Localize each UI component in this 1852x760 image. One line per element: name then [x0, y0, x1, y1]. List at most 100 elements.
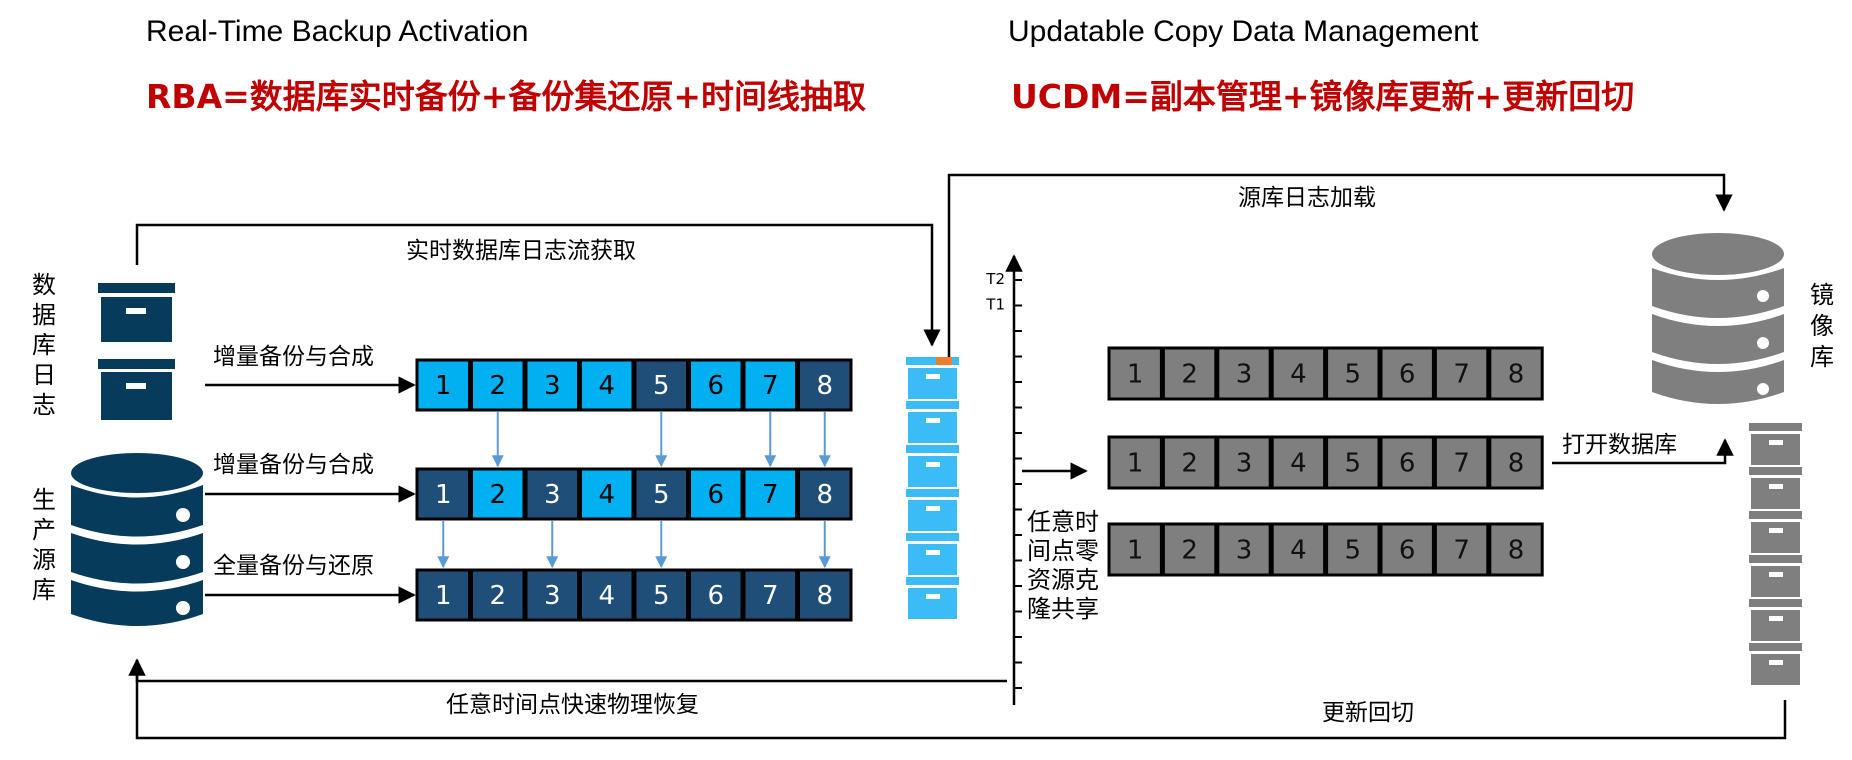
copy-block [1488, 435, 1544, 490]
data-block-number: 7 [762, 371, 779, 401]
data-block [470, 358, 526, 412]
storage-box [1751, 654, 1800, 685]
open-db-flow: 打开数据库 [1552, 432, 1734, 465]
backup-row-label: 增量备份与合成 [213, 344, 374, 370]
data-block-number: 2 [489, 480, 506, 510]
label-char: 像 [1810, 312, 1834, 340]
copy-block [1107, 522, 1163, 577]
storage-box-lid [1749, 643, 1802, 651]
open-db-label: 打开数据库 [1562, 432, 1677, 458]
data-block-number: 6 [707, 480, 724, 510]
data-block-number: 5 [653, 371, 670, 401]
label-char: 志 [32, 391, 56, 419]
open-db-arrow [1552, 438, 1734, 465]
data-block [524, 467, 580, 521]
log-stream-label: 实时数据库日志流获取 [406, 238, 636, 264]
storage-box-lid [906, 445, 959, 453]
clone-label-line: 任意时 [1027, 508, 1099, 536]
data-block [415, 467, 471, 521]
mirror-database-icon [1652, 233, 1784, 404]
copy-block [1433, 346, 1490, 401]
data-block [688, 358, 744, 412]
storage-box-lid [906, 577, 959, 585]
copy-block-number: 8 [1508, 536, 1525, 566]
copy-block-number: 8 [1508, 360, 1525, 390]
storage-box-handle [1769, 660, 1783, 665]
copy-block-number: 3 [1236, 536, 1253, 566]
data-block [524, 568, 580, 622]
ucdm-title-en: Updatable Copy Data Management [1008, 15, 1479, 48]
storage-box-handle [926, 550, 940, 555]
copy-block-number: 7 [1453, 536, 1470, 566]
label-char: 生 [32, 486, 56, 514]
copy-block [1216, 435, 1272, 490]
storage-box-lid [1749, 467, 1802, 475]
rba-title-en: Real-Time Backup Activation [146, 15, 528, 48]
timeline-tick-label: T1 [985, 296, 1005, 314]
storage-box-handle [926, 506, 940, 511]
storage-box [1751, 434, 1800, 465]
copy-block [1325, 522, 1381, 577]
storage-box-handle [926, 594, 940, 599]
ucdm-title-cn: UCDM=副本管理+镜像库更新+更新回切 [1011, 77, 1634, 116]
data-block-number: 8 [816, 371, 833, 401]
switchback-flow: 更新回切 [135, 660, 1787, 740]
copy-block-number: 8 [1508, 449, 1525, 479]
copy-block-number: 5 [1345, 360, 1362, 390]
storage-box-handle [1769, 528, 1783, 533]
label-char: 日 [32, 361, 56, 389]
copy-block [1325, 346, 1381, 401]
storage-box-handle [926, 418, 940, 423]
storage-box-handle [1769, 616, 1783, 621]
data-block-number: 1 [435, 480, 452, 510]
copy-block [1216, 346, 1272, 401]
copy-block [1433, 522, 1490, 577]
data-block-number: 8 [816, 581, 833, 611]
copy-block [1379, 522, 1435, 577]
storage-box-handle [926, 374, 940, 379]
backup-row-label: 增量备份与合成 [213, 452, 374, 478]
timeline-tick-label: T2 [985, 270, 1005, 288]
clone-label-line: 隆共享 [1027, 595, 1099, 623]
data-block [579, 467, 635, 521]
copy-block [1107, 346, 1163, 401]
copy-block [1379, 346, 1435, 401]
copy-block-number: 4 [1290, 449, 1307, 479]
copy-block [1270, 522, 1327, 577]
copy-block-number: 3 [1236, 449, 1253, 479]
copy-block-number: 2 [1181, 449, 1198, 479]
data-block [633, 358, 689, 412]
storage-box [1751, 566, 1800, 597]
data-block-number: 1 [435, 371, 452, 401]
copy-block-number: 6 [1399, 536, 1416, 566]
data-block-number: 3 [544, 581, 561, 611]
storage-box [1751, 610, 1800, 641]
log-load-label: 源库日志加载 [1238, 185, 1376, 211]
storage-box-lid [906, 533, 959, 541]
switchback-line [135, 660, 1787, 740]
data-block-number: 7 [762, 480, 779, 510]
data-block [797, 568, 853, 622]
copy-block-number: 2 [1181, 360, 1198, 390]
data-block-number: 1 [435, 581, 452, 611]
copy-block [1433, 435, 1490, 490]
copy-block [1488, 522, 1544, 577]
mirror-db-label: 镜像库 [1810, 281, 1834, 371]
copy-block [1270, 435, 1327, 490]
copy-block [1270, 346, 1327, 401]
copy-block [1161, 346, 1218, 401]
storage-box-lid [906, 489, 959, 497]
copy-block [1325, 435, 1381, 490]
data-block [579, 568, 635, 622]
copy-block-number: 1 [1127, 360, 1144, 390]
storage-box-lid [906, 401, 959, 409]
